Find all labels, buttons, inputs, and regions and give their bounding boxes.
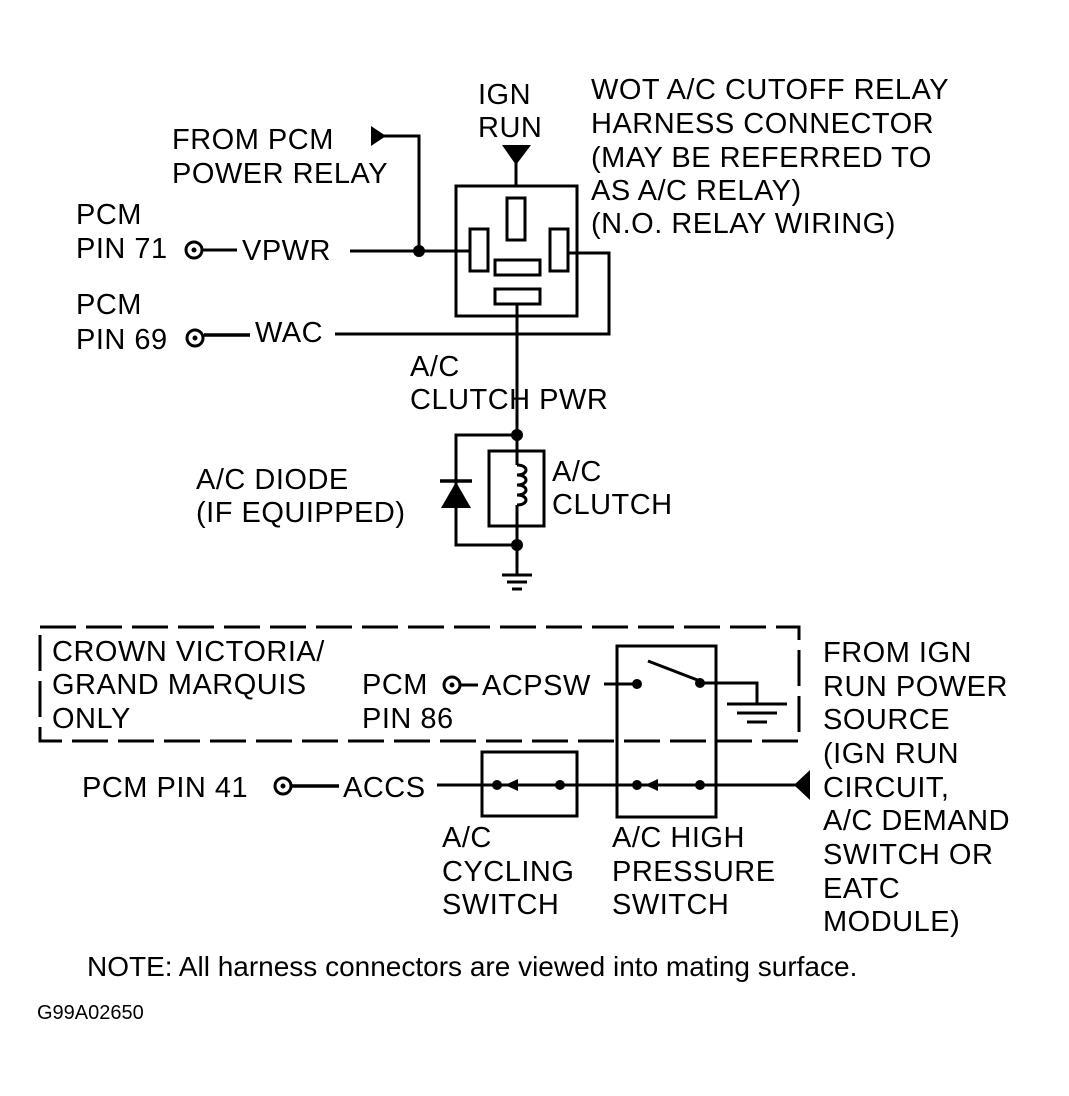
relay-title-3: (MAY BE REFERRED TO	[591, 142, 932, 174]
pin69-connector-icon	[185, 328, 205, 348]
ign-source-label-8: EATC	[823, 873, 900, 905]
cycling-switch-label-1: A/C	[442, 822, 492, 854]
ign-source-arrow-icon	[794, 770, 810, 800]
relay-terminal-right	[548, 227, 570, 273]
clutch-label-1: A/C	[552, 456, 602, 488]
clutch-coil-icon	[516, 463, 528, 507]
clutch-pwr-label-2: CLUTCH PWR	[410, 384, 608, 416]
relay-terminal-top	[505, 196, 527, 242]
ign-source-label-3: SOURCE	[823, 704, 950, 736]
cycling-switch-contact-left	[492, 780, 502, 790]
accs-label: ACCS	[343, 772, 426, 804]
from-pcm-wire	[384, 134, 421, 252]
cycling-switch-contact-right	[555, 780, 565, 790]
hp-switch-label-2: PRESSURE	[612, 856, 776, 888]
clutch-label-2: CLUTCH	[552, 489, 673, 521]
high-pressure-switch-box	[615, 644, 718, 819]
hp-switch-contact-left	[632, 679, 642, 689]
cycling-switch-label-2: CYCLING	[442, 856, 574, 888]
pin71-connector-center	[191, 247, 197, 253]
ign-source-label-4: (IGN RUN	[823, 738, 959, 770]
ign-source-label-6: A/C DEMAND	[823, 805, 1010, 837]
relay-terminal-bottom	[493, 287, 542, 306]
relay-terminal-left	[468, 227, 490, 273]
clutch-pwr-label-1: A/C	[410, 351, 460, 383]
ign-source-label-9: MODULE)	[823, 906, 960, 938]
pin41-connector-icon	[273, 776, 293, 796]
region-label-1: CROWN VICTORIA/	[52, 636, 325, 668]
region-label-2: GRAND MARQUIS	[52, 669, 307, 701]
diode-icon	[441, 482, 471, 508]
hp-bottom-contact-left	[632, 780, 642, 790]
from-pcm-label-1: FROM PCM	[172, 124, 334, 156]
hp-switch-label-3: SWITCH	[612, 889, 729, 921]
figure-code: G99A02650	[37, 1002, 144, 1024]
pin71-label-1: PCM	[76, 199, 142, 231]
relay-title-5: (N.O. RELAY WIRING)	[591, 208, 896, 240]
from-pcm-label-2: POWER RELAY	[172, 158, 388, 190]
pin41-label: PCM PIN 41	[82, 772, 248, 804]
hp-switch-blade-icon	[647, 659, 701, 683]
ign-source-label-5: CIRCUIT,	[823, 772, 949, 804]
ign-source-label-7: SWITCH OR	[823, 839, 993, 871]
hp-switch-label-1: A/C HIGH	[612, 822, 745, 854]
from-pcm-arrow-icon	[371, 126, 386, 146]
ign-run-arrow-icon	[502, 145, 531, 165]
acpsw-label: ACPSW	[482, 670, 591, 702]
pin71-label-2: PIN 71	[76, 233, 168, 265]
relay-title-4: AS A/C RELAY)	[591, 175, 802, 207]
cycling-switch-arrow-icon	[505, 779, 518, 791]
pin86-connector-center	[449, 682, 455, 688]
diode-label-1: A/C DIODE	[196, 464, 349, 496]
ign-source-label-2: RUN POWER	[823, 671, 1008, 703]
vpwr-label: VPWR	[242, 235, 331, 267]
hp-switch-ground-wire	[700, 681, 759, 703]
pin69-label-1: PCM	[76, 289, 142, 321]
vpwr-junction	[413, 245, 425, 257]
relay-terminal-center	[493, 258, 542, 277]
ground-icon	[502, 573, 532, 591]
pin71-connector-icon	[184, 240, 204, 260]
pin86-connector-icon	[442, 675, 462, 695]
relay-title-2: HARNESS CONNECTOR	[591, 108, 934, 140]
pin86-label-2: PIN 86	[362, 703, 454, 735]
wac-label: WAC	[255, 317, 323, 349]
pin86-label-1: PCM	[362, 669, 428, 701]
ign-source-label-1: FROM IGN	[823, 637, 972, 669]
cycling-switch-label-3: SWITCH	[442, 889, 559, 921]
hp-bottom-contact-right	[695, 780, 705, 790]
pin69-connector-center	[192, 335, 198, 341]
note-text: NOTE: All harness connectors are viewed …	[87, 951, 857, 982]
region-label-3: ONLY	[52, 703, 131, 735]
hp-switch-arrow-icon	[645, 779, 658, 791]
pin41-connector-center	[280, 783, 286, 789]
wac-wire	[335, 251, 611, 336]
hp-ground-icon	[727, 702, 787, 724]
pin69-label-2: PIN 69	[76, 324, 168, 356]
ign-run-label-1: IGN	[478, 79, 531, 111]
ign-run-label-2: RUN	[478, 112, 542, 144]
region-box	[38, 625, 801, 743]
relay-title-1: WOT A/C CUTOFF RELAY	[591, 74, 949, 106]
diode-label-2: (IF EQUIPPED)	[196, 497, 406, 529]
